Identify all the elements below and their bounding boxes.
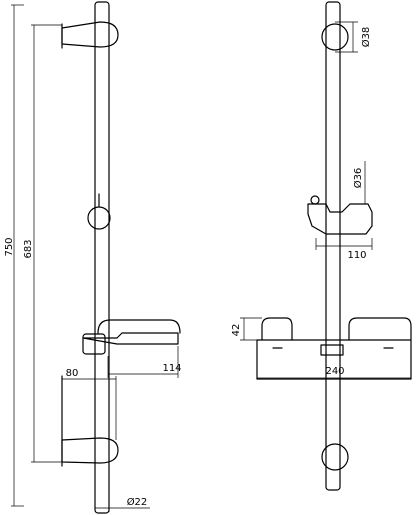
side-view [61,1,181,514]
dim-42-label: 42 [231,324,242,337]
front-slider-holder [307,203,373,235]
dim-114: 114 [107,346,182,378]
side-soap-dish-body [82,332,179,345]
front-slider-knob [310,195,320,205]
dim-diameter-38-label: Ø38 [360,27,372,48]
dim-diameter-22-label: Ø22 [127,496,148,508]
front-top-knob [321,23,349,51]
dimensions: 750 683 Ø36 110 Ø38 [4,4,411,512]
dim-683-label: 683 [23,239,34,258]
front-soap-dish-body [256,339,412,380]
front-soap-dish-clamp [320,344,344,356]
dim-80-label: 80 [66,368,79,379]
dim-diameter-38: Ø38 [335,21,372,53]
side-bottom-bracket [61,437,119,464]
dim-110-label: 110 [347,250,366,261]
dim-240-label: 240 [325,366,344,377]
dim-42: 42 [231,317,262,341]
side-soap-dish-clamp [82,333,106,355]
dim-80: 80 [62,368,117,440]
front-soap-dish-rail-left [261,317,293,341]
dim-diameter-36-label: Ø36 [352,168,364,189]
dim-240: 240 [257,366,411,379]
side-pipe [94,1,110,514]
dim-diameter-36: Ø36 [352,161,366,204]
front-soap-dish-rail-right [348,317,412,341]
dim-diameter-22: Ø22 [95,496,150,512]
dim-750-label: 750 [4,237,15,256]
side-slider-knob [87,206,111,230]
side-soap-dish-rail [97,319,181,334]
dim-114-label: 114 [162,363,181,374]
dim-110: 110 [315,238,373,261]
side-top-bracket [61,21,119,48]
dim-683: 683 [23,24,62,463]
front-bottom-knob [321,443,349,471]
dim-750: 750 [4,4,24,507]
